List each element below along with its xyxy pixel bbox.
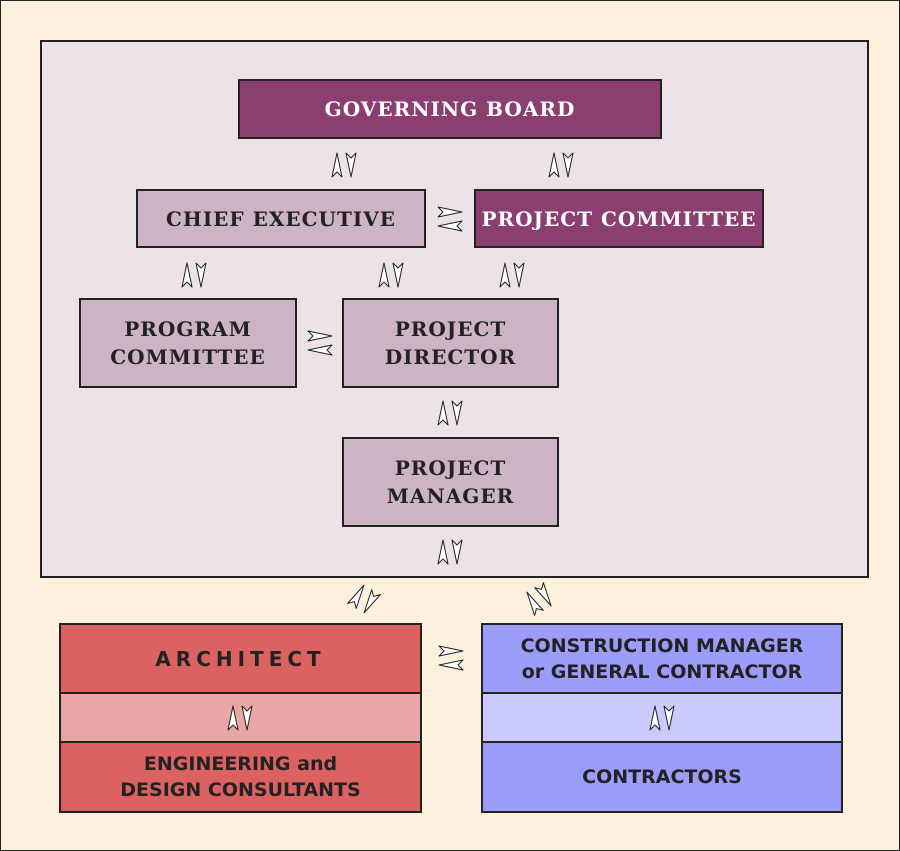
double-arrow-icon	[377, 262, 405, 288]
project-director-label: PROJECT DIRECTOR	[384, 317, 517, 369]
double-arrow-icon	[547, 152, 575, 178]
project-manager-label: PROJECT MANAGER	[386, 456, 515, 508]
contractors-label: CONTRACTORS	[582, 766, 742, 788]
construction-manager-box: CONSTRUCTION MANAGER or GENERAL CONTRACT…	[481, 623, 843, 694]
double-arrow-icon	[438, 644, 464, 672]
double-arrow-icon	[437, 205, 463, 233]
governing-board-box: GOVERNING BOARD	[238, 79, 662, 139]
contractors-box: CONTRACTORS	[481, 741, 843, 813]
engineering-consultants-box: ENGINEERING and DESIGN CONSULTANTS	[59, 741, 422, 813]
engineering-consultants-label: ENGINEERING and DESIGN CONSULTANTS	[120, 753, 361, 801]
double-arrow-icon	[180, 262, 208, 288]
architect-box: ARCHITECT	[59, 623, 422, 694]
project-committee-box: PROJECT COMMITTEE	[474, 189, 764, 248]
double-arrow-icon	[307, 329, 333, 357]
double-arrow-icon	[345, 581, 382, 618]
double-arrow-icon	[436, 400, 464, 426]
construction-manager-label: CONSTRUCTION MANAGER or GENERAL CONTRACT…	[520, 634, 804, 683]
project-director-box: PROJECT DIRECTOR	[342, 298, 559, 388]
program-committee-label: PROGRAM COMMITTEE	[110, 317, 266, 369]
chief-executive-label: CHIEF EXECUTIVE	[166, 206, 396, 231]
double-arrow-icon	[498, 262, 526, 288]
double-arrow-icon	[520, 581, 557, 618]
project-manager-box: PROJECT MANAGER	[342, 437, 559, 527]
governing-board-label: GOVERNING BOARD	[324, 97, 576, 121]
double-arrow-icon	[330, 152, 358, 178]
chief-executive-box: CHIEF EXECUTIVE	[136, 189, 426, 248]
double-arrow-icon	[436, 539, 464, 565]
architect-link-band	[59, 692, 422, 743]
double-arrow-icon	[648, 705, 676, 731]
program-committee-box: PROGRAM COMMITTEE	[79, 298, 297, 388]
double-arrow-icon	[226, 705, 254, 731]
architect-label: ARCHITECT	[155, 646, 326, 671]
project-committee-label: PROJECT COMMITTEE	[481, 206, 757, 231]
